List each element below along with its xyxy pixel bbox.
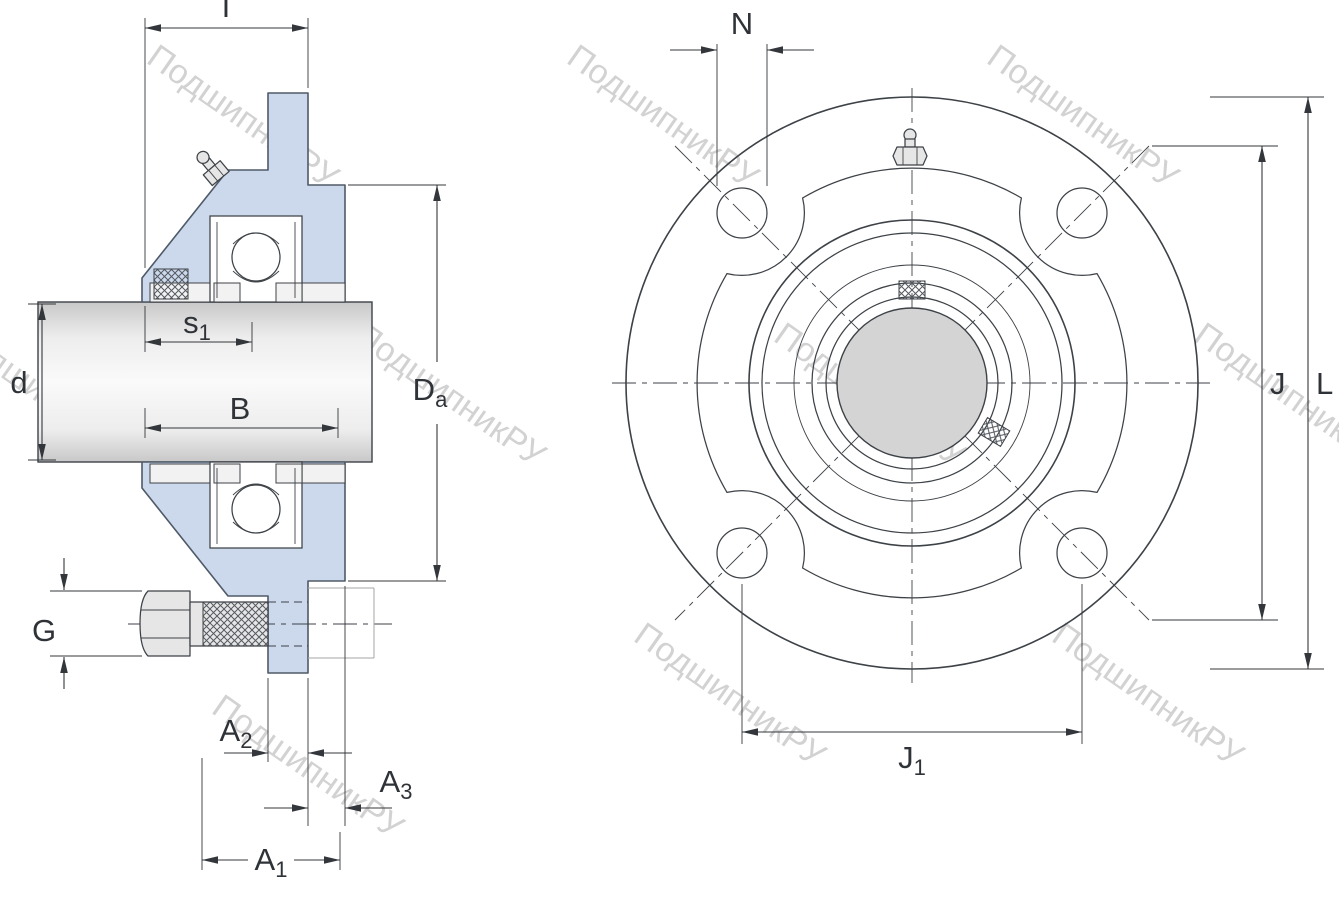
dim-label-A2: A2 xyxy=(220,713,253,753)
watermark-text: ПодшипникРУ xyxy=(560,37,765,196)
dim-label-s1: s1 xyxy=(183,305,211,345)
ball-upper xyxy=(231,232,281,282)
watermark-text: ПодшипникРУ xyxy=(627,615,832,774)
dim-A3: A3 xyxy=(264,586,412,826)
dim-Da: Da xyxy=(348,184,448,582)
bolt-hole-bottom-left xyxy=(716,527,768,579)
watermark-text: ПодшипникРУ xyxy=(980,37,1185,196)
ball-lower xyxy=(231,484,281,534)
dim-label-J1: J1 xyxy=(898,740,926,780)
section-view: T s1 B d Da xyxy=(10,0,448,882)
grease-fitting-section xyxy=(196,150,230,187)
bolt-thread xyxy=(202,601,269,647)
ghost-mounting-plate xyxy=(308,587,375,659)
dim-label-B: B xyxy=(230,391,251,426)
shaft xyxy=(37,301,373,463)
flange-outer-circle xyxy=(625,96,1199,670)
dim-label-Da: Da xyxy=(413,372,448,412)
set-screw-section xyxy=(153,268,189,300)
bearing-upper xyxy=(149,215,346,303)
dim-G: G xyxy=(32,558,142,689)
dim-T: T xyxy=(144,0,309,268)
set-screw-front-side xyxy=(977,416,1011,448)
grease-nipple-front xyxy=(892,128,928,166)
front-view: N J L J1 xyxy=(612,6,1333,780)
watermark-text: ПодшипникРУ xyxy=(347,315,552,474)
dim-A1: A1 xyxy=(201,758,341,882)
bolt-holes xyxy=(716,187,1108,579)
bolt-head xyxy=(139,590,191,657)
dim-label-d: d xyxy=(10,365,27,400)
shaft-bore xyxy=(836,307,988,459)
watermark-text: ПодшипникРУ xyxy=(1045,615,1250,774)
bearing-lower xyxy=(149,461,346,549)
dim-label-N: N xyxy=(731,6,753,41)
dim-J1: J1 xyxy=(741,584,1083,780)
flange-inner-profile xyxy=(696,167,1128,599)
dim-d: d xyxy=(10,303,56,461)
bolt-hole-bottom-right xyxy=(1056,527,1108,579)
dim-N: N xyxy=(670,6,814,186)
mounting-bolt xyxy=(128,587,392,659)
set-screw-front-top xyxy=(898,280,926,300)
dim-label-A3: A3 xyxy=(380,764,413,804)
dim-label-T: T xyxy=(217,0,236,24)
dim-J: J xyxy=(1152,145,1286,621)
dim-s1: s1 xyxy=(144,305,253,352)
cartridge-outer-circle xyxy=(748,219,1076,547)
dim-label-A1: A1 xyxy=(255,842,288,882)
dim-L: L xyxy=(1210,96,1333,670)
bolt-hole-top-right xyxy=(1056,187,1108,239)
bolt-hole-top-left xyxy=(716,187,768,239)
dim-label-J: J xyxy=(1270,366,1286,401)
dim-B: B xyxy=(144,391,339,438)
dim-label-L: L xyxy=(1316,366,1333,401)
dim-label-G: G xyxy=(32,613,56,648)
